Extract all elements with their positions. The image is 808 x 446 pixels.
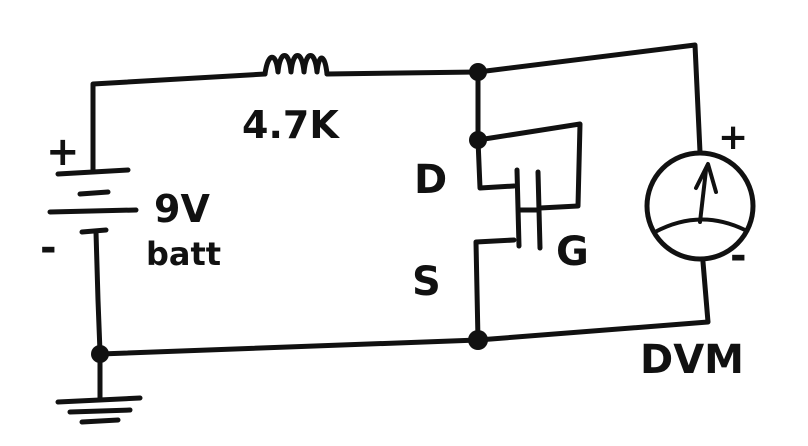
ground-symbol [55,349,143,425]
junction-ground [91,345,109,363]
junction-source [468,330,488,350]
dvm-meter-symbol [644,150,756,262]
source-label: S [412,259,441,305]
battery-minus-label: - [40,225,57,271]
gate-label: G [556,229,589,275]
meter-plus-label: + [718,117,749,158]
junction-top [469,63,487,81]
junction-drain [469,131,487,149]
battery-voltage-label: 9V [154,187,210,231]
meter-name-label: DVM [640,337,744,383]
battery-plus-label: + [46,129,80,175]
drain-label: D [414,157,448,203]
top-wire [90,42,703,155]
meter-minus-label: - [730,233,747,279]
bottom-wire [97,259,711,357]
battery-name-label: batt [146,235,222,273]
resistor-label: 4.7K [242,103,339,147]
mosfet-symbol [473,69,583,343]
battery-symbol [47,112,139,355]
resistor-symbol [262,53,330,77]
